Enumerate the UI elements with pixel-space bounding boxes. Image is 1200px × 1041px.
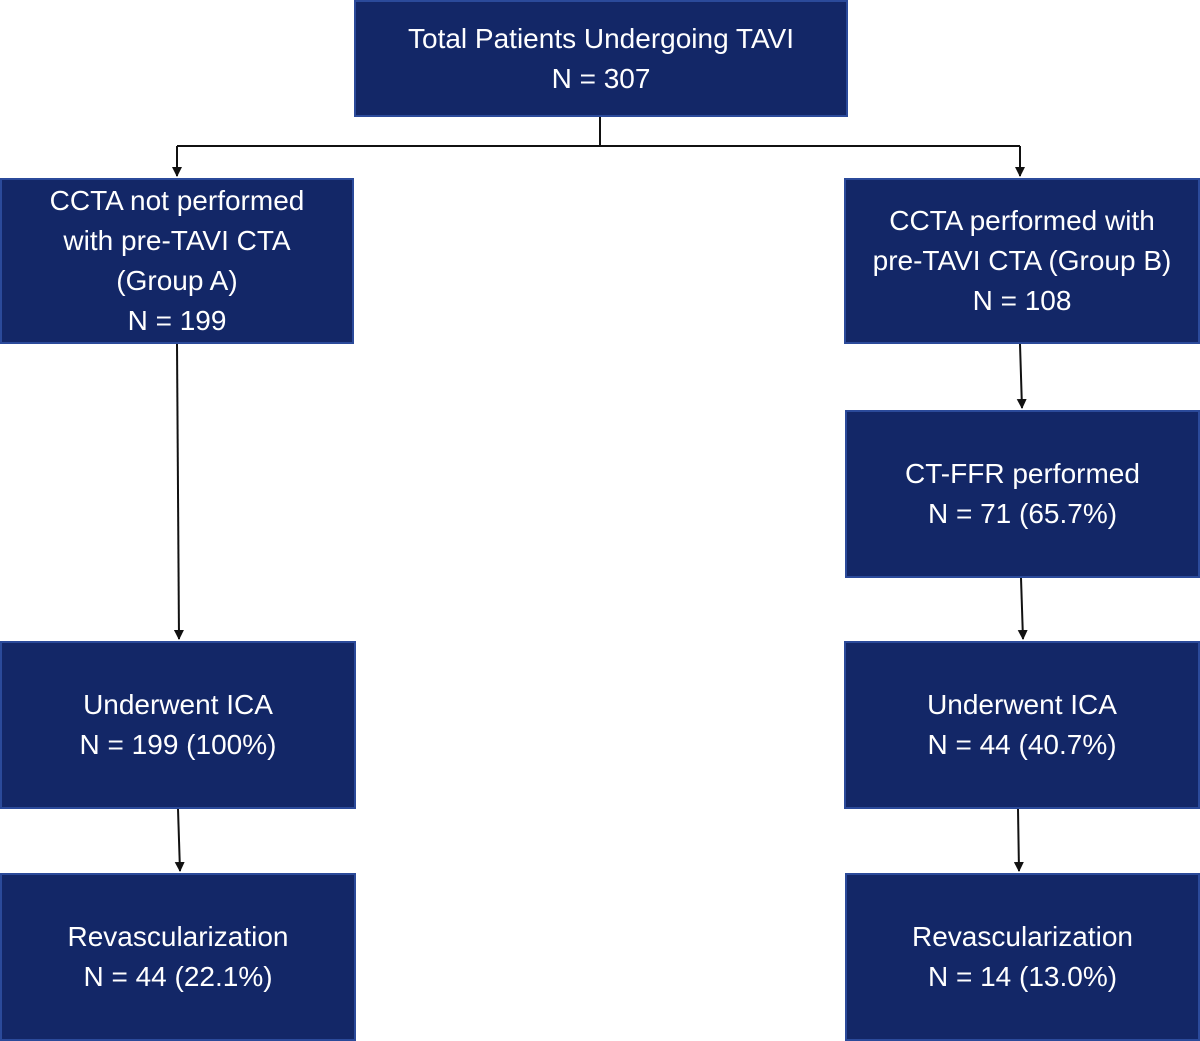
total-patients-count: N = 307	[551, 62, 651, 94]
group-b-line-1: CCTA performed with	[889, 205, 1155, 236]
ica-group-a-title: Underwent ICA	[83, 689, 273, 720]
ica-group-b-box: Underwent ICA N = 44 (40.7%)	[844, 641, 1200, 809]
arrow-group-a-to-ica-a	[173, 343, 184, 640]
arrow-group-b-to-ct-ffr	[1016, 343, 1027, 409]
revascularization-group-a-count: N = 44 (22.1%)	[83, 961, 273, 992]
group-b-line-2: pre-TAVI CTA (Group B)	[872, 245, 1172, 276]
revascularization-group-b-title: Revascularization	[912, 921, 1133, 952]
ica-group-b-title: Underwent ICA	[927, 689, 1117, 720]
arrow-ica-b-to-revasc-b	[1013, 808, 1024, 872]
arrow-ica-a-to-revasc-a	[174, 808, 185, 872]
group-b-box: CCTA performed with pre-TAVI CTA (Group …	[844, 178, 1200, 344]
revascularization-group-a-title: Revascularization	[67, 921, 289, 952]
group-a-line-2: with pre-TAVI CTA	[63, 225, 291, 256]
group-a-box: CCTA not performed with pre-TAVI CTA (Gr…	[0, 178, 354, 344]
ct-ffr-title: CT-FFR performed	[905, 458, 1140, 489]
total-patients-title: Total Patients Undergoing TAVI	[408, 22, 794, 54]
group-a-count: N = 199	[127, 305, 227, 336]
ct-ffr-box: CT-FFR performed N = 71 (65.7%)	[845, 410, 1200, 578]
ct-ffr-count: N = 71 (65.7%)	[927, 498, 1118, 529]
revascularization-group-b-box: Revascularization N = 14 (13.0%)	[845, 873, 1200, 1041]
group-a-line-1: CCTA not performed	[49, 185, 305, 216]
group-b-count: N = 108	[972, 285, 1072, 316]
ica-group-b-count: N = 44 (40.7%)	[927, 729, 1117, 760]
ica-group-a-box: Underwent ICA N = 199 (100%)	[0, 641, 356, 809]
arrow-ct-ffr-to-ica-b	[1017, 577, 1028, 640]
ica-group-a-count: N = 199 (100%)	[79, 729, 277, 760]
group-a-line-3: (Group A)	[116, 265, 238, 296]
total-patients-box: Total Patients Undergoing TAVI N = 307	[354, 0, 848, 117]
revascularization-group-a-box: Revascularization N = 44 (22.1%)	[0, 873, 356, 1041]
revascularization-group-b-count: N = 14 (13.0%)	[927, 961, 1118, 992]
